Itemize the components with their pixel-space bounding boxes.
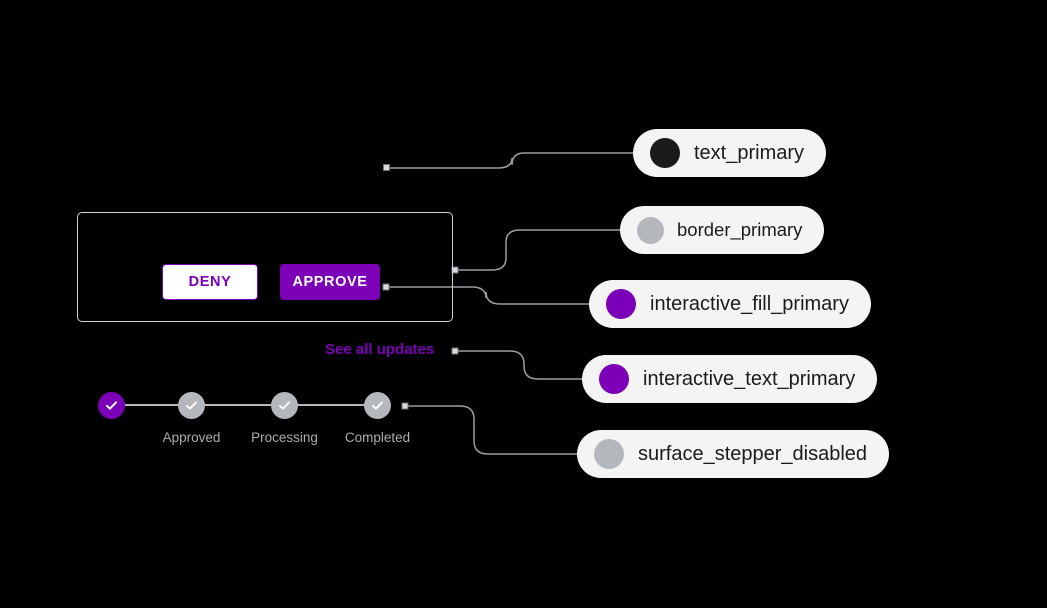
color-swatch-interactive-text-primary bbox=[599, 364, 629, 394]
color-swatch-interactive-fill-primary bbox=[606, 289, 636, 319]
stepper-label-approved: Approved bbox=[162, 430, 221, 445]
color-swatch-text-primary bbox=[650, 138, 680, 168]
stepper-label-processing: Processing bbox=[251, 430, 318, 445]
stepper-dot-disabled bbox=[364, 392, 391, 419]
check-icon bbox=[372, 401, 383, 410]
color-swatch-surface-stepper-disabled bbox=[594, 439, 624, 469]
token-pill-interactive-fill-primary[interactable]: interactive_fill_primary bbox=[589, 280, 871, 328]
stepper-step-1[interactable] bbox=[98, 392, 125, 419]
connector-text-primary bbox=[387, 152, 637, 169]
token-label-interactive-text-primary: interactive_text_primary bbox=[643, 368, 856, 390]
stepper-dot-disabled bbox=[178, 392, 205, 419]
approve-button[interactable]: APPROVE bbox=[280, 264, 380, 300]
stepper-dot-disabled bbox=[271, 392, 298, 419]
approval-card-actions: DENY APPROVE bbox=[162, 264, 380, 300]
color-swatch-border-primary bbox=[637, 216, 664, 244]
token-label-surface-stepper-disabled: surface_stepper_disabled bbox=[638, 443, 868, 465]
stepper-step-3[interactable]: Processing bbox=[251, 392, 318, 445]
token-label-border-primary: border_primary bbox=[677, 219, 803, 240]
stepper-step-2[interactable]: Approved bbox=[163, 392, 220, 445]
stepper-step-4[interactable]: Completed bbox=[345, 392, 410, 445]
token-pill-text-primary[interactable]: text_primary bbox=[633, 129, 827, 177]
stepper-track bbox=[124, 404, 390, 406]
check-icon bbox=[186, 401, 197, 410]
connector-endpoint-interactive-text-primary bbox=[451, 347, 459, 355]
check-icon bbox=[279, 401, 290, 410]
deny-button-label: DENY bbox=[188, 274, 232, 290]
token-pill-surface-stepper-disabled[interactable]: surface_stepper_disabled bbox=[577, 430, 890, 478]
approval-card: DENY APPROVE bbox=[77, 212, 453, 322]
progress-stepper: Approved Processing Completed bbox=[98, 392, 418, 454]
check-icon bbox=[106, 401, 117, 410]
token-label-interactive-fill-primary: interactive_fill_primary bbox=[650, 293, 849, 315]
token-pill-border-primary[interactable]: border_primary bbox=[620, 206, 825, 254]
connector-surface-stepper-disabled bbox=[404, 405, 583, 455]
token-pill-interactive-text-primary[interactable]: interactive_text_primary bbox=[582, 355, 878, 403]
deny-button[interactable]: DENY bbox=[162, 264, 258, 300]
stepper-label-completed: Completed bbox=[344, 430, 411, 445]
stepper-dot-active bbox=[98, 392, 125, 419]
token-label-text-primary: text_primary bbox=[694, 142, 805, 164]
approve-button-label: APPROVE bbox=[292, 274, 368, 290]
connector-border-primary bbox=[454, 229, 625, 271]
connector-endpoint-text-primary bbox=[383, 164, 390, 171]
connector-interactive-text-primary bbox=[454, 350, 587, 380]
see-all-updates-link[interactable]: See all updates bbox=[325, 341, 435, 358]
